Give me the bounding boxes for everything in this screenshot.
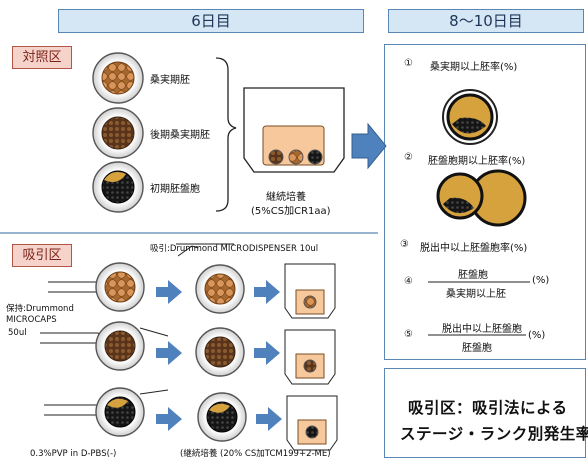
bottom-mid-note: (継続培養 (20% CS加TCM199+2-ME)	[180, 449, 331, 459]
rate-5-num: ⑤	[404, 329, 413, 340]
rate-4-denominator: 桑実期以上胚	[446, 289, 506, 300]
culture-label-line2: (5%CS加CR1aa)	[251, 206, 331, 217]
rate-5-unit: (%)	[528, 330, 546, 341]
culture-label-line1: 継続培養	[266, 192, 306, 203]
rate-4-numerator: 胚盤胞	[458, 270, 488, 281]
control-culture-well	[243, 87, 345, 173]
summary-line2: ステージ・ランク別発生率	[400, 425, 588, 443]
label-late-morula: 後期桑実期胚	[150, 130, 210, 141]
bottom-left-note: 0.3%PVP in D-PBS(-)	[30, 449, 117, 459]
rate-4-num: ④	[404, 276, 413, 287]
result-hatching-blastocyst	[436, 169, 527, 227]
holding-line1: 保持:Drummond	[6, 304, 74, 314]
header-day8to10: 8～10日目	[388, 9, 584, 33]
suction-pipette-top	[176, 243, 234, 257]
suction-row-1	[95, 262, 336, 319]
pipette-note: 吸引:Drummond MICRODISPENSER 10ul	[150, 244, 319, 254]
summary-line1: 吸引区：吸引法による	[408, 399, 568, 417]
control-bracket	[215, 57, 237, 212]
rate-3-num: ③	[400, 239, 409, 250]
holding-line2: MICROCAPS	[6, 315, 57, 325]
label-morula: 桑実期胚	[150, 75, 190, 86]
holding-line3: 50ul	[8, 328, 27, 338]
suction-group-tag: 吸引区	[12, 244, 72, 267]
rate-4-unit: (%)	[532, 275, 550, 286]
control-dish-morula	[92, 52, 144, 104]
suction-row-3	[95, 387, 338, 451]
rate-1-label: 桑実期以上胚率(%)	[430, 62, 518, 73]
rate-1-num: ①	[404, 58, 413, 69]
summary-panel	[384, 368, 586, 458]
result-blastocyst-1	[442, 89, 498, 145]
control-dish-late-morula	[92, 107, 144, 159]
rate-2-num: ②	[404, 152, 413, 163]
suction-row-2	[95, 321, 336, 385]
rate-5-numerator: 脱出中以上胚盤胞	[442, 324, 522, 335]
rate-3-label: 脱出中以上胚盤胞率(%)	[420, 243, 528, 254]
big-arrow	[351, 122, 387, 170]
control-dish-early-blastocyst	[92, 161, 144, 213]
rate-5-denominator: 胚盤胞	[462, 343, 492, 354]
rate-2-label: 胚盤胞期以上胚率(%)	[428, 156, 526, 167]
control-group-tag: 対照区	[12, 46, 72, 69]
label-early-blastocyst: 初期胚盤胞	[150, 184, 200, 195]
header-day6: 6日目	[58, 9, 364, 33]
